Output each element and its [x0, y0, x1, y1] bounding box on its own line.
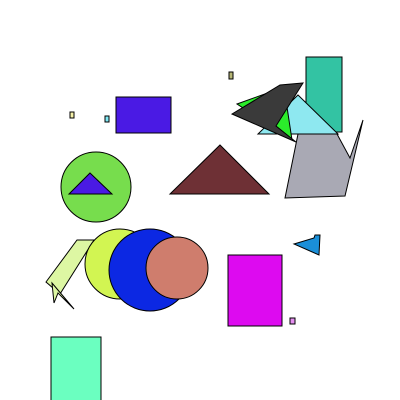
- dark-outline-sliver: [51, 281, 75, 310]
- tiny-pink-square: [289, 317, 296, 325]
- blue-triangle-in-circle: [67, 172, 114, 195]
- blue-rectangle: [115, 96, 172, 134]
- tiny-olive-square: [228, 71, 234, 80]
- salmon-circle: [145, 236, 209, 300]
- tiny-yellow-square: [69, 111, 75, 119]
- magenta-rectangle: [227, 254, 283, 327]
- grey-polygon: [284, 119, 364, 199]
- tiny-cyan-square: [104, 115, 110, 123]
- blue-arrow-shape: [292, 234, 321, 256]
- thin-dark-sliver: [230, 82, 304, 143]
- maroon-triangle: [168, 144, 271, 195]
- mint-rectangle: [50, 336, 102, 400]
